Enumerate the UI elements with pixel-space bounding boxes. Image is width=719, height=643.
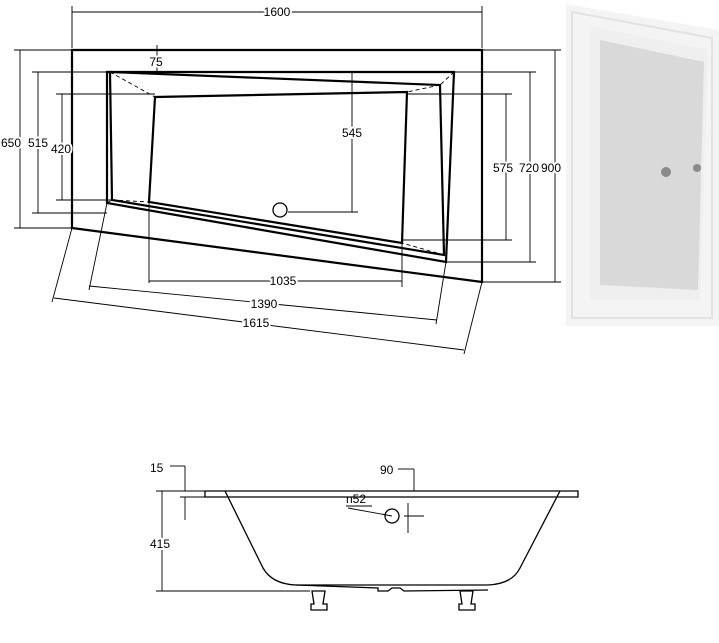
overflow-fitting (661, 167, 671, 177)
label-bottom-outer: 1615 (243, 316, 270, 330)
bevel-top-right (406, 84, 441, 93)
side-view: n52 15 90 415 (148, 461, 579, 611)
ext-line-1390-right (435, 261, 447, 325)
side-tub-body (224, 490, 561, 586)
bevel-top-left (109, 71, 156, 98)
plan-basin-floor (147, 90, 409, 245)
drain-circle (272, 202, 288, 218)
label-bottom-inner: 1035 (270, 274, 297, 288)
label-height: 415 (150, 537, 170, 551)
bevel-bottom-left (111, 199, 150, 203)
side-overflow (384, 508, 400, 524)
label-depth-right-inner: 575 (493, 161, 513, 175)
label-rim-thickness: 15 (150, 461, 164, 475)
label-overall-width: 1600 (264, 5, 291, 19)
label-depth-right-outer: 900 (541, 161, 561, 175)
plan-view: 1600 75 650 515 420 545 575 720 900 (0, 3, 563, 355)
label-rim-offset: 75 (149, 55, 163, 69)
tub-rim-shade (571, 10, 713, 319)
tub-basin-shade (600, 40, 704, 290)
side-rim (204, 490, 579, 498)
side-base-plate (295, 584, 489, 592)
ext-line-1390-left (88, 202, 108, 291)
bevel-rim-bottom-left (106, 199, 113, 204)
label-rim-top: 90 (380, 463, 394, 477)
ext-line-1615-left (51, 227, 73, 303)
foot-left (310, 590, 328, 611)
dim-line-1615 (53, 297, 465, 351)
plan-basin-outline (108, 70, 446, 257)
bevel-rim-top-right (439, 71, 455, 86)
label-depth-right-mid: 720 (519, 161, 539, 175)
label-depth-left-mid: 515 (28, 136, 48, 150)
label-depth-left-inner: 420 (51, 142, 71, 156)
foot-right (458, 590, 476, 611)
label-overflow: n52 (346, 492, 366, 506)
label-drain-depth: 545 (342, 126, 362, 140)
product-photo (566, 2, 719, 328)
dim-line-1390 (88, 285, 438, 321)
label-depth-left-outer: 650 (1, 136, 21, 150)
bevel-bottom-right (401, 242, 445, 256)
drain-knob (693, 164, 701, 172)
leader-overflow (347, 507, 393, 517)
ext-line-1615-right (463, 281, 483, 355)
label-bottom-mid: 1390 (251, 297, 278, 311)
